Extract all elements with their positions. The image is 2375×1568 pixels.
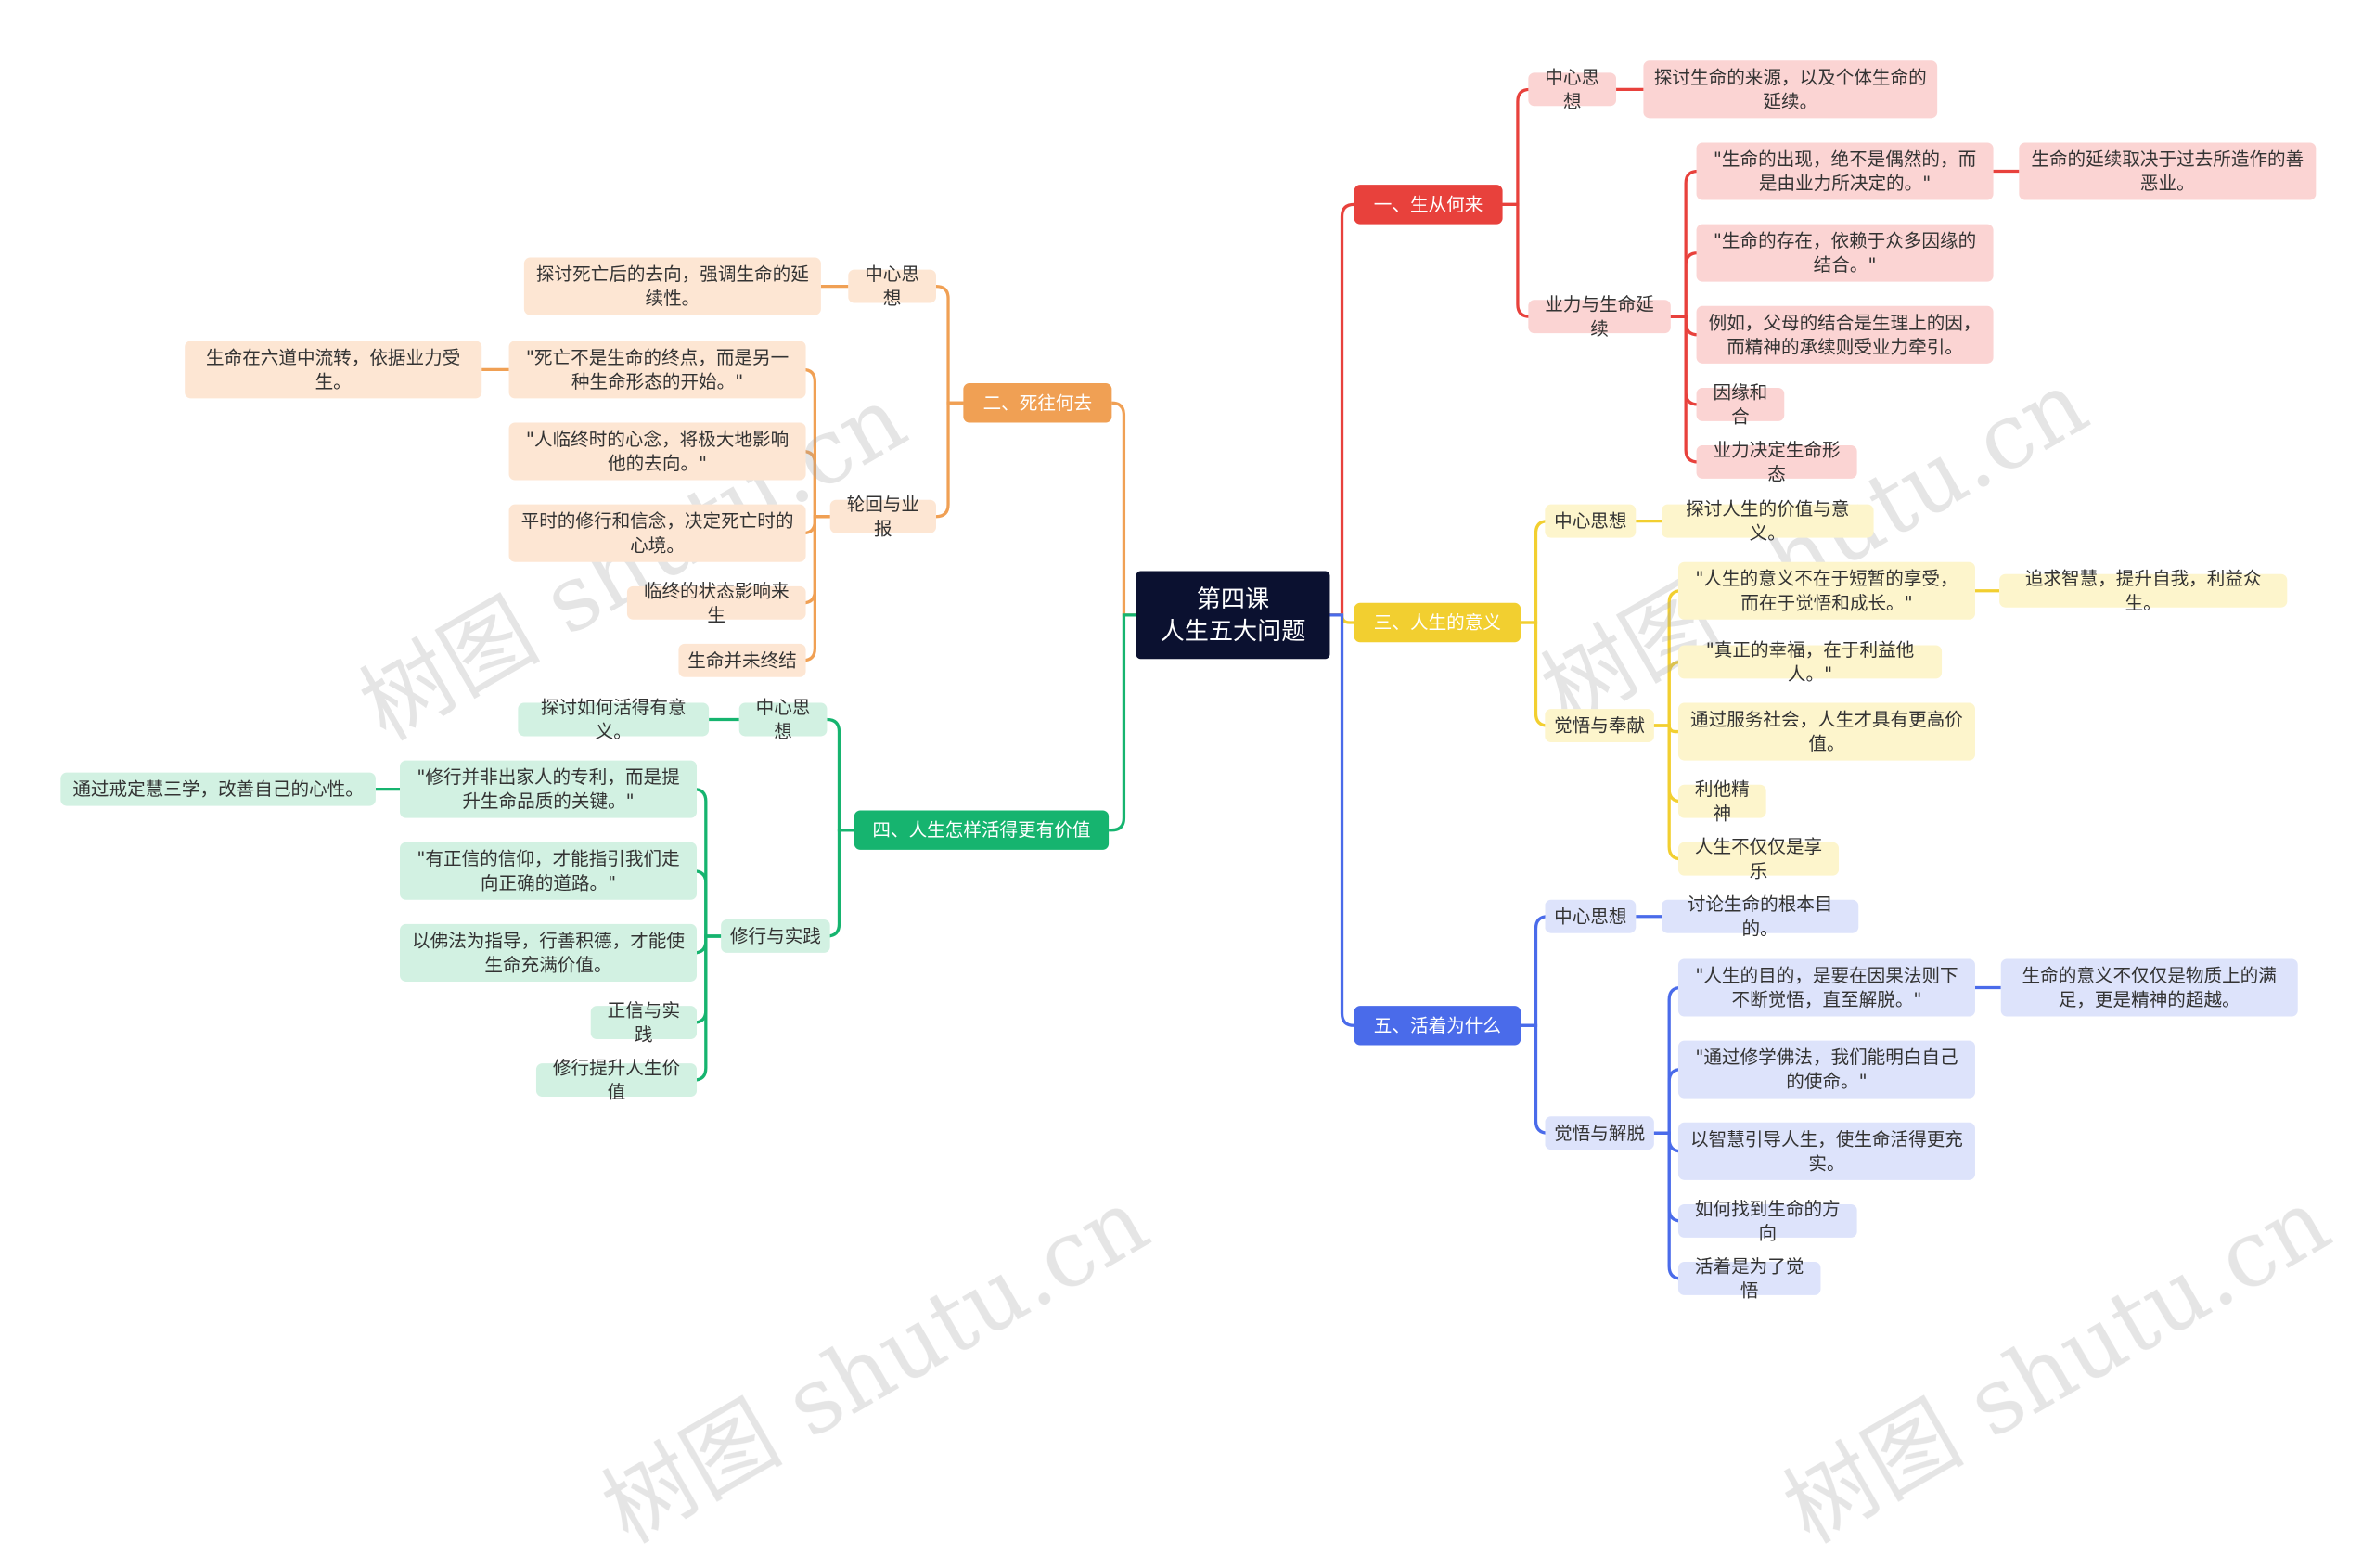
connector-line — [1329, 202, 1354, 617]
branch-b1[interactable]: 一、生从何来 — [1354, 185, 1503, 225]
item-b3-3[interactable]: 利他精神 — [1677, 778, 1766, 824]
connector-line — [827, 829, 854, 938]
center-idea-text-b4[interactable]: 探讨如何活得有意义。 — [518, 697, 710, 742]
center-idea-text-b3[interactable]: 探讨人生的价值与意义。 — [1662, 498, 1874, 544]
item-b4-4[interactable]: 修行提升人生价值 — [535, 1058, 698, 1103]
center-idea-text-b2[interactable]: 探讨死亡后的去向，强调生命的延续性。 — [523, 257, 821, 315]
item-b2-2[interactable]: 平时的修行和信念，决定死亡时的心境。 — [508, 504, 806, 562]
note-b5[interactable]: 生命的意义不仅仅是物质上的满足，更是精神的超越。 — [2000, 958, 2298, 1017]
connector-line — [802, 515, 830, 662]
item-b5-1[interactable]: "通过修学佛法，我们能明白自己的使命。" — [1677, 1040, 1975, 1099]
root-title-line2: 人生五大问题 — [1160, 616, 1306, 646]
item-b1-3[interactable]: 因缘和合 — [1696, 381, 1785, 427]
note-b2[interactable]: 生命在六道中流转，依据业力受生。 — [185, 341, 482, 399]
item-b4-0[interactable]: "修行并非出家人的专利，而是提升生命品质的关键。" — [400, 760, 698, 818]
item-b5-2[interactable]: 以智慧引导人生，使生命活得更充实。 — [1677, 1122, 1975, 1180]
subtopic-b5[interactable]: 觉悟与解脱 — [1545, 1116, 1654, 1150]
item-b4-1[interactable]: "有正信的信仰，才能指引我们走向正确的道路。" — [400, 842, 698, 900]
root-topic[interactable]: 第四课人生五大问题 — [1136, 571, 1330, 660]
connector-line — [1521, 915, 1548, 1027]
center-idea-text-b1[interactable]: 探讨生命的来源，以及个体生命的延续。 — [1643, 60, 1938, 119]
center-idea-b5[interactable]: 中心思想 — [1545, 899, 1637, 933]
branch-b5[interactable]: 五、活着为什么 — [1354, 1006, 1521, 1046]
center-idea-b4[interactable]: 中心思想 — [738, 697, 828, 742]
item-b3-2[interactable]: 通过服务社会，人生才具有更高价值。 — [1677, 702, 1975, 761]
branch-b3[interactable]: 三、人生的意义 — [1354, 602, 1521, 643]
note-b4[interactable]: 通过戒定慧三学，改善自己的心性。 — [60, 772, 376, 806]
connector-line — [1111, 401, 1136, 617]
connector-line — [1521, 1023, 1548, 1135]
center-idea-b2[interactable]: 中心思想 — [848, 263, 936, 309]
item-b4-2[interactable]: 以佛法为指导，行善积德，才能使生命充满价值。 — [400, 923, 698, 982]
item-b1-4[interactable]: 业力决定生命形态 — [1696, 439, 1857, 484]
item-b1-2[interactable]: 例如，父母的结合是生理上的因，而精神的承续则受业力牵引。 — [1696, 305, 1994, 364]
item-b5-0[interactable]: "人生的目的，是要在因果法则下不断觉悟，直至解脱。" — [1677, 958, 1975, 1017]
connector-line — [935, 401, 964, 519]
item-b3-0[interactable]: "人生的意义不在于短暂的享受，而在于觉悟和成长。" — [1677, 561, 1975, 620]
center-idea-text-b5[interactable]: 讨论生命的根本目的。 — [1662, 893, 1859, 939]
connector-line — [693, 934, 722, 1082]
connector-line — [1653, 724, 1682, 861]
subtopic-b3[interactable]: 觉悟与奉献 — [1545, 709, 1654, 742]
center-idea-b1[interactable]: 中心思想 — [1528, 67, 1617, 112]
root-title-line1: 第四课 — [1196, 585, 1270, 614]
item-b3-1[interactable]: "真正的幸福，在于利益他人。" — [1677, 639, 1943, 685]
subtopic-b1[interactable]: 业力与生命延续 — [1528, 294, 1671, 340]
connector-line — [1502, 202, 1531, 318]
item-b2-0[interactable]: "死亡不是生命的终点，而是另一种生命形态的开始。" — [508, 341, 806, 399]
connector-line — [1329, 613, 1354, 1027]
item-b3-4[interactable]: 人生不仅仅是享乐 — [1677, 836, 1840, 881]
item-b2-3[interactable]: 临终的状态影响来生 — [626, 580, 806, 625]
connector-line — [1502, 87, 1531, 207]
note-b1[interactable]: 生命的延续取决于过去所造作的善恶业。 — [2019, 142, 2317, 200]
item-b5-4[interactable]: 活着是为了觉悟 — [1677, 1255, 1821, 1301]
connector-line — [1670, 315, 1699, 464]
item-b2-4[interactable]: 生命并未终结 — [678, 643, 806, 677]
item-b2-1[interactable]: "人临终时的心念，将极大地影响他的去向。" — [508, 422, 806, 481]
connector-line — [1521, 519, 1548, 624]
connector-line — [827, 717, 854, 832]
item-b5-3[interactable]: 如何找到生命的方向 — [1677, 1198, 1857, 1243]
subtopic-b4[interactable]: 修行与实践 — [721, 919, 830, 953]
item-b1-0[interactable]: "生命的出现，绝不是偶然的，而是由业力所决定的。" — [1696, 142, 1994, 200]
item-b4-3[interactable]: 正信与实践 — [590, 1000, 698, 1046]
branch-b4[interactable]: 四、人生怎样活得更有价值 — [854, 810, 1110, 850]
note-b3[interactable]: 追求智慧，提升自我，利益众生。 — [1999, 568, 2288, 613]
connector-line — [1653, 1131, 1682, 1280]
connector-line — [1109, 613, 1136, 832]
branch-b2[interactable]: 二、死往何去 — [963, 383, 1112, 423]
item-b1-1[interactable]: "生命的存在，依赖于众多因缘的结合。" — [1696, 224, 1994, 282]
center-idea-b3[interactable]: 中心思想 — [1545, 504, 1637, 538]
connector-line — [935, 284, 964, 405]
subtopic-b2[interactable]: 轮回与业报 — [829, 494, 936, 539]
